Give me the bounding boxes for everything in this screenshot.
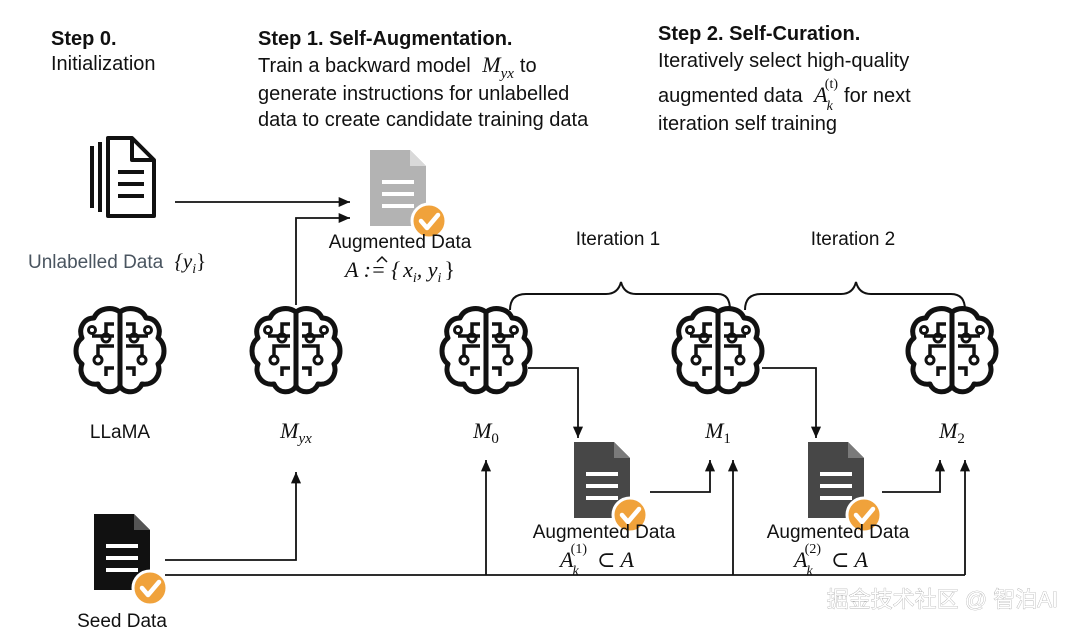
- augmented-data-formula: A := {xi, yi}: [343, 257, 455, 286]
- iteration-1-brace: [509, 281, 731, 311]
- llama-label: LLaMA: [90, 422, 151, 443]
- step2-line3: iteration self training: [658, 113, 837, 135]
- step1-title: Step 1. Self-Augmentation.: [258, 28, 512, 50]
- step0-text: Initialization: [51, 53, 156, 75]
- seed-data-label: Seed Data: [77, 611, 167, 632]
- step2-title: Step 2. Self-Curation.: [658, 23, 860, 45]
- brain-icon: [442, 309, 530, 392]
- arrow-m1-to-aug2: [762, 367, 822, 438]
- augmented-document-icon: [370, 150, 426, 226]
- arrow-aug1-to-m1: [650, 460, 716, 493]
- step0-block: Step 0. Initialization: [51, 28, 156, 75]
- step0-title: Step 0.: [51, 28, 117, 50]
- brain-icon: [76, 309, 164, 392]
- arrow-seed-to-myx: [165, 472, 302, 561]
- brain-icon: [674, 309, 762, 392]
- hat-mark: [376, 255, 388, 263]
- brain-icon: [252, 309, 340, 392]
- augmented-data-label: Augmented Data: [329, 232, 472, 253]
- step1-line3: data to create candidate training data: [258, 109, 589, 131]
- document-stack-icon: [90, 136, 156, 218]
- step2-block: Step 2. Self-Curation. Iteratively selec…: [658, 23, 911, 135]
- myx-label: Myx: [279, 418, 312, 447]
- m1-label: M1: [704, 418, 731, 447]
- brain-icon: [908, 309, 996, 392]
- unlabelled-data-label: Unlabelled Data {yi}: [28, 249, 206, 277]
- iteration-2-brace: [744, 281, 966, 311]
- augmented-data-2-label: Augmented Data: [767, 522, 910, 543]
- iteration-1-label: Iteration 1: [576, 229, 661, 250]
- augmented-data-1-label: Augmented Data: [533, 522, 676, 543]
- step2-line1: Iteratively select high-quality: [658, 50, 909, 72]
- checkmark-badge-icon: [133, 571, 167, 605]
- step2-line2: augmented data Ak(t)for next: [658, 77, 911, 114]
- connectors: [165, 196, 971, 576]
- iteration-2-label: Iteration 2: [811, 229, 896, 250]
- arrow-m0-to-aug1: [528, 367, 584, 438]
- watermark-text: 掘金技术社区 @ 智泊AI: [827, 587, 1058, 612]
- step1-line2: generate instructions for unlabelled: [258, 83, 569, 105]
- m0-label: M0: [472, 418, 499, 447]
- augmented-document-2-icon: [808, 442, 864, 518]
- augmented-document-1-icon: [574, 442, 630, 518]
- seed-document-icon: [94, 514, 150, 590]
- step1-block: Step 1. Self-Augmentation. Train a backw…: [258, 28, 589, 131]
- arrow-aug2-to-m2: [882, 460, 946, 493]
- augmented-data-2-formula: Ak(2)⊂ A: [792, 542, 869, 579]
- m2-label: M2: [938, 418, 965, 447]
- augmented-data-1-formula: Ak(1)⊂ A: [558, 542, 635, 579]
- arrow-myx-to-augmented: [295, 212, 350, 305]
